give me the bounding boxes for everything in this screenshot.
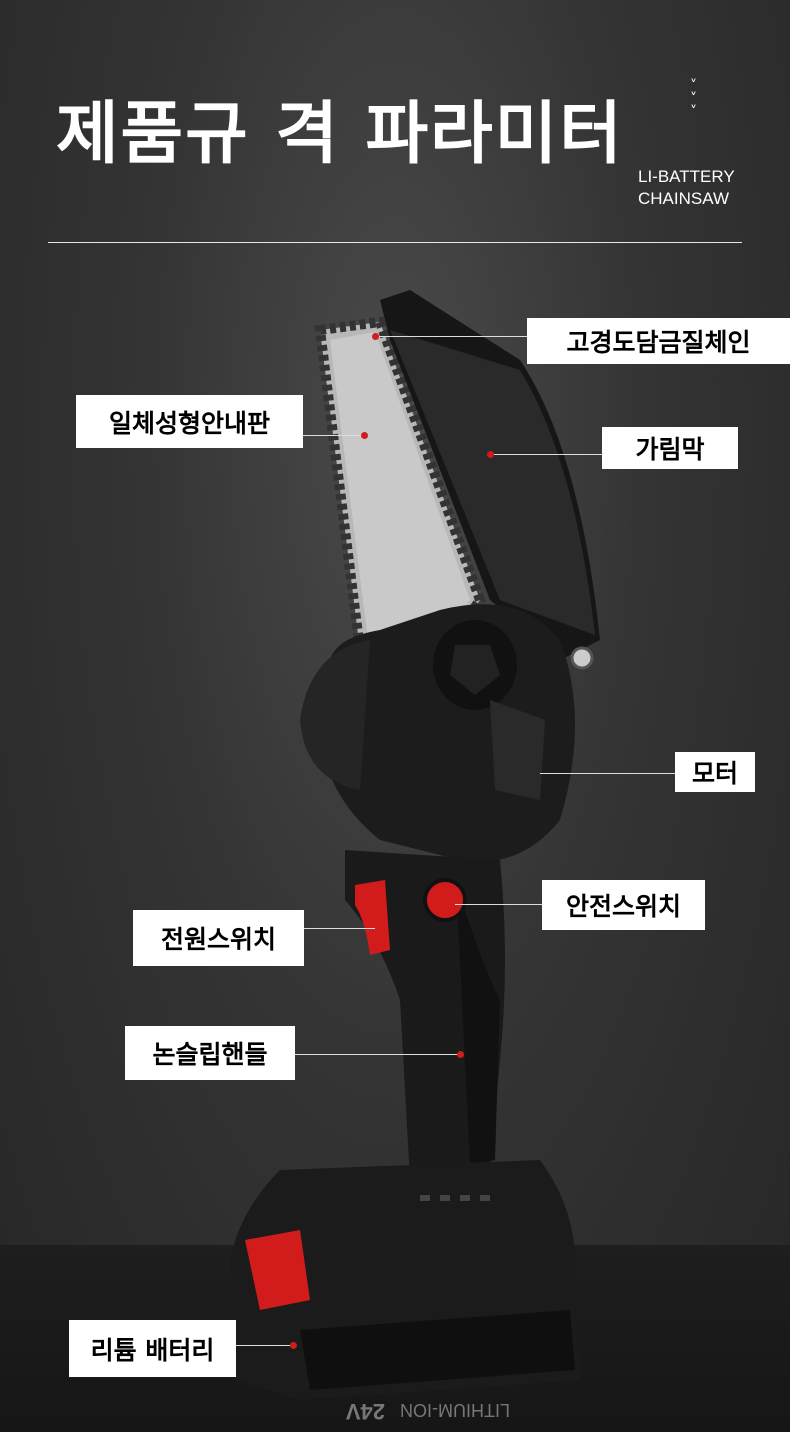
label-battery: 리튬 배터리 (69, 1320, 236, 1377)
callout-dot (457, 1051, 464, 1058)
label-handle: 논슬립핸들 (125, 1026, 295, 1080)
subtitle-line-2: CHAINSAW (638, 189, 729, 208)
callout-line (236, 1345, 293, 1346)
callout-line (295, 1054, 460, 1055)
label-power-switch: 전원스위치 (133, 910, 304, 966)
page-title: 제품규 격 파라미터 (56, 94, 624, 174)
callout-line (303, 435, 365, 436)
battery-voltage: 24V (346, 1399, 385, 1424)
callout-line (455, 904, 542, 905)
battery-marking: LITHIUM-ION (400, 1400, 510, 1420)
callout-line (540, 773, 675, 774)
label-guide-bar: 일체성형안내판 (76, 395, 303, 448)
label-motor: 모터 (675, 752, 755, 792)
callout-dot (487, 451, 494, 458)
power-trigger (355, 880, 390, 955)
callout-line (490, 454, 602, 455)
label-safety-switch: 안전스위치 (542, 880, 705, 930)
callout-dot (375, 925, 382, 932)
callout-dot (372, 333, 379, 340)
subtitle: LI-BATTERY CHAINSAW (638, 166, 735, 210)
chevron-down-icon: ˅˅˅ (690, 78, 697, 120)
label-chain: 고경도담금질체인 (527, 318, 790, 364)
callout-dot (290, 1342, 297, 1349)
callout-dot (361, 432, 368, 439)
callout-line (304, 928, 378, 929)
divider (48, 242, 742, 243)
label-cover: 가림막 (602, 427, 738, 469)
callout-line (378, 336, 527, 337)
safety-button (423, 878, 467, 922)
subtitle-line-1: LI-BATTERY (638, 167, 735, 186)
